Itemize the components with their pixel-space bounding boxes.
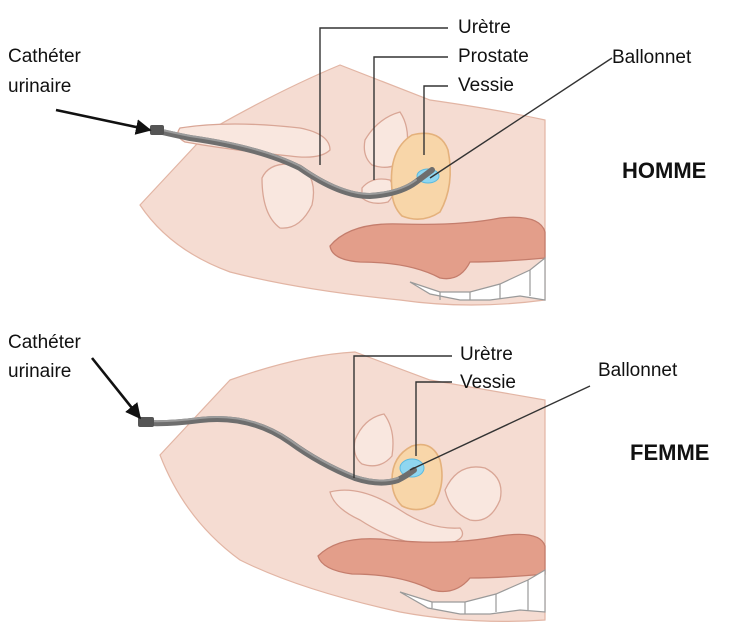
male-catheter-tip [150,125,164,135]
male-prostate-label: Prostate [458,46,529,67]
female-title: FEMME [630,440,709,465]
male-panel: Cathéter urinaire Urètre Prostate Vessie… [8,17,706,305]
male-bladder-label: Vessie [458,75,514,96]
female-bladder-label: Vessie [460,372,516,393]
female-panel: Cathéter urinaire Urètre Vessie Ballonne… [8,332,709,621]
male-catheter-label-line1: Cathéter [8,46,82,67]
female-urethra-label: Urètre [460,344,513,365]
male-title: HOMME [622,158,706,183]
male-body-outline [140,65,545,305]
male-urethra-label: Urètre [458,17,511,38]
female-catheter-arrow [92,358,140,418]
female-catheter-label-line1: Cathéter [8,332,82,353]
male-catheter-label-line2: urinaire [8,76,71,97]
male-catheter-arrow [56,110,150,130]
female-catheter-tip [138,417,154,427]
female-catheter-label-line2: urinaire [8,361,71,382]
female-balloon-label: Ballonnet [598,360,678,381]
male-balloon-label: Ballonnet [612,47,692,68]
